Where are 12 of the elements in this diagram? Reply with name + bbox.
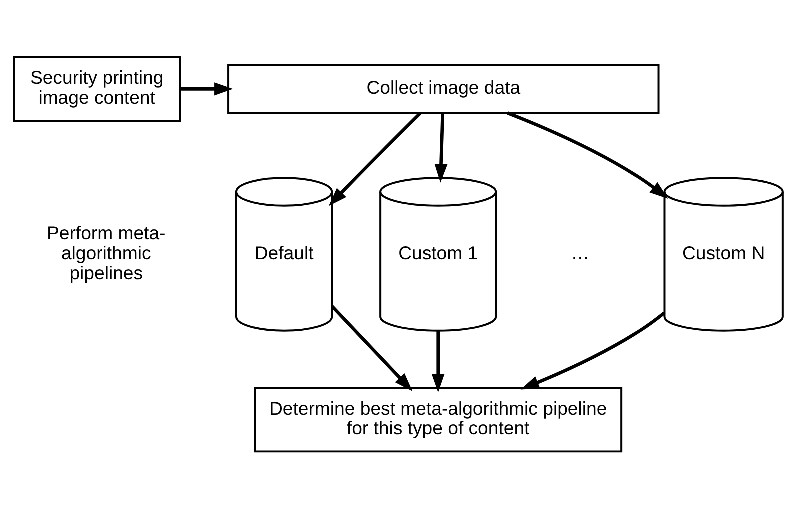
arrow [331,304,413,391]
node-box: Security printing image content [13,56,182,122]
label: … [571,242,590,263]
label: Perform meta-algorithmic pipelines [47,222,166,283]
arrow [507,111,668,199]
arrow [328,112,422,206]
arrow [432,330,445,392]
node-box: Collect image data [228,64,660,114]
node-box: Determine best meta-algorithmic pipeline for this type of content [254,386,623,452]
arrow [180,82,234,96]
arrow [434,112,448,182]
arrow [520,311,666,390]
